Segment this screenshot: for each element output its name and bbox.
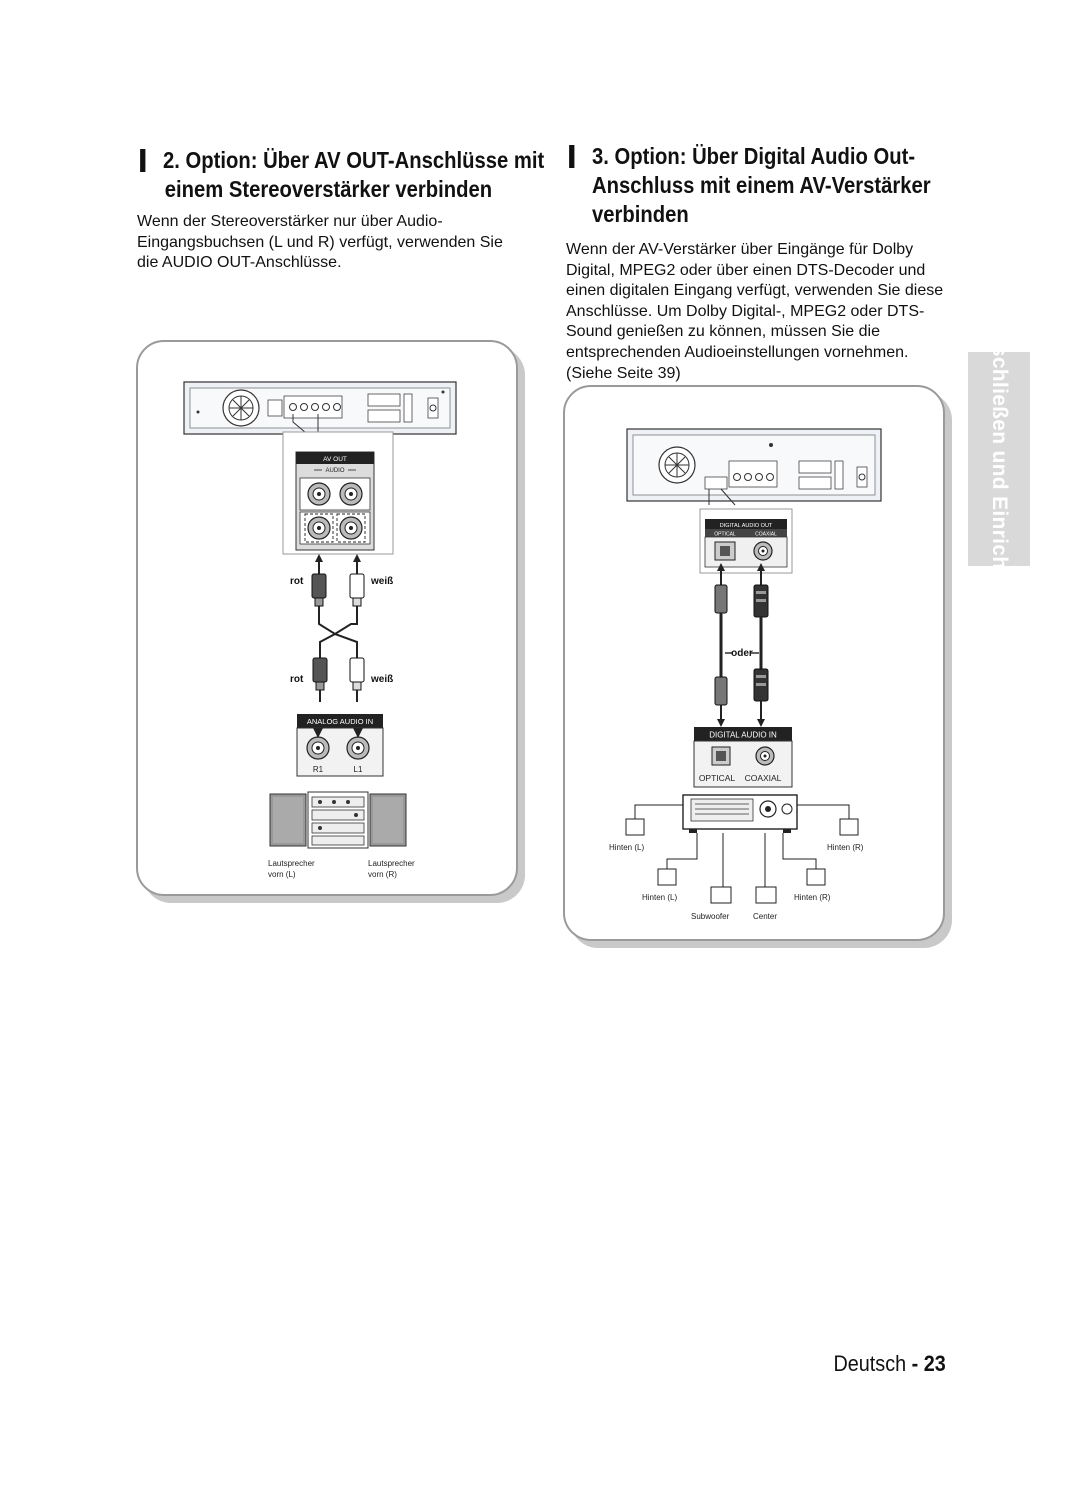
optical-cable [714, 571, 728, 719]
stereo-connection-diagram: AV OUT AUDIO [183, 381, 457, 879]
cable-white-label: weiß [370, 576, 393, 587]
right-body-line-7: (Siehe Seite 39) [566, 364, 681, 382]
coaxial-label: COAXIAL [745, 773, 782, 783]
optical-label: OPTICAL [699, 773, 736, 783]
left-heading-line-2: einem Stereoverstärker verbinden [164, 176, 493, 202]
digital-audio-in-label: DIGITAL AUDIO IN [709, 731, 777, 740]
speaker-wiring [634, 804, 850, 887]
rca-plug [312, 657, 328, 691]
av-receiver [682, 794, 798, 833]
rear-left-label: Hinten (L) [642, 893, 677, 902]
left-body-text: Wenn der Stereoverstärker nur über Audio… [137, 212, 503, 274]
left-body-line-1: Wenn der Stereoverstärker nur über Audio… [137, 213, 443, 230]
rca-jack [346, 736, 370, 760]
rca-jack [306, 736, 330, 760]
speaker-right-label: Lautsprecher [368, 859, 415, 868]
right-body-line-2: Digital, MPEG2 oder über einen DTS-Decod… [566, 261, 926, 279]
right-body-line-5: Sound genießen zu können, müssen Sie die [566, 323, 880, 341]
av-out-label: AV OUT [323, 456, 347, 463]
left-heading-line-1: 2. Option: Über AV OUT-Anschlüsse mit [163, 147, 545, 173]
analog-audio-in-label: ANALOG AUDIO IN [307, 717, 373, 726]
dvd-recorder-rear [183, 381, 457, 435]
rear-right-label: Hinten (R) [794, 893, 831, 902]
digital-audio-out-label: DIGITAL AUDIO OUT [720, 523, 773, 529]
rca-plug [349, 573, 365, 607]
optical-jack [714, 541, 736, 561]
speaker-box [710, 886, 732, 904]
footer-separator: - [911, 1351, 919, 1376]
speaker-box [755, 886, 777, 904]
left-heading: 2. Option: Über AV OUT-Anschlüsse mit ei… [140, 146, 545, 204]
speaker-left-label: vorn (L) [268, 870, 296, 879]
rca-jack [339, 516, 363, 540]
right-heading-line-2: Anschluss mit einem AV-Verstärker [592, 172, 931, 198]
jack-l1-label: L1 [354, 765, 363, 774]
chapter-side-tab: Anschließen und Einrichten [968, 316, 1030, 602]
stereo-system [269, 791, 407, 849]
left-diagram-panel: AV OUT AUDIO [136, 340, 518, 896]
speaker-left-label: Lautsprecher [268, 859, 315, 868]
heading-bar [140, 149, 146, 172]
dvd-recorder-rear [626, 428, 882, 502]
center-label: Center [753, 912, 777, 921]
cable-white-label: weiß [370, 674, 393, 685]
rear-right-label: Hinten (R) [827, 843, 864, 852]
chapter-side-tab-label: Anschließen und Einrichten [988, 316, 1011, 602]
rca-jack [307, 482, 331, 506]
right-heading-line-1: 3. Option: Über Digital Audio Out- [592, 143, 916, 169]
left-body-line-3: die AUDIO OUT-Anschlüsse. [137, 254, 342, 272]
page-footer: Deutsch - 23 [834, 1351, 946, 1377]
heading-bar [569, 145, 575, 168]
page-number: 23 [923, 1351, 946, 1376]
coaxial-small-label: COAXIAL [755, 532, 777, 538]
right-body-line-1: Wenn der AV-Verstärker über Eingänge für… [566, 241, 914, 258]
right-body-line-3: einen digitalen Eingang verfügt, verwend… [566, 282, 944, 300]
speaker-box [839, 818, 859, 836]
optical-jack [711, 746, 731, 766]
right-body-line-6: entsprechenden Audioeinstellungen vorneh… [566, 343, 909, 361]
cable-red-label: rot [290, 576, 304, 587]
rca-jack [307, 516, 331, 540]
rca-cable [318, 562, 358, 658]
right-diagram-panel: DIGITAL AUDIO OUT OPTICAL COAXIAL [563, 385, 945, 941]
jack-r1-label: R1 [313, 765, 324, 774]
or-label: oder [731, 648, 753, 659]
right-heading: 3. Option: Über Digital Audio Out- Ansch… [569, 142, 931, 229]
rear-left-label: Hinten (L) [609, 843, 644, 852]
digital-connection-diagram: DIGITAL AUDIO OUT OPTICAL COAXIAL [609, 428, 882, 921]
cable-red-label: rot [290, 674, 304, 685]
optical-small-label: OPTICAL [714, 532, 736, 538]
left-body-line-2: Eingangsbuchsen (L und R) verfügt, verwe… [137, 233, 503, 251]
right-body-text: Wenn der AV-Verstärker über Eingänge für… [566, 240, 943, 384]
right-heading-line-3: verbinden [592, 201, 689, 227]
coaxial-jack [753, 541, 773, 561]
rca-plug [311, 573, 327, 607]
subwoofer-label: Subwoofer [691, 912, 730, 921]
footer-language: Deutsch [833, 1351, 907, 1376]
right-body-line-4: Anschlüsse. Um Dolby Digital-, MPEG2 ode… [566, 302, 925, 320]
coaxial-jack [755, 746, 775, 766]
rca-jack [339, 482, 363, 506]
coaxial-cable [753, 571, 769, 719]
audio-label: AUDIO [325, 468, 344, 474]
speaker-box [625, 818, 645, 836]
speaker-box [806, 868, 826, 886]
speaker-right-label: vorn (R) [368, 870, 397, 879]
speaker-box [657, 868, 677, 886]
rca-plug [349, 657, 365, 691]
